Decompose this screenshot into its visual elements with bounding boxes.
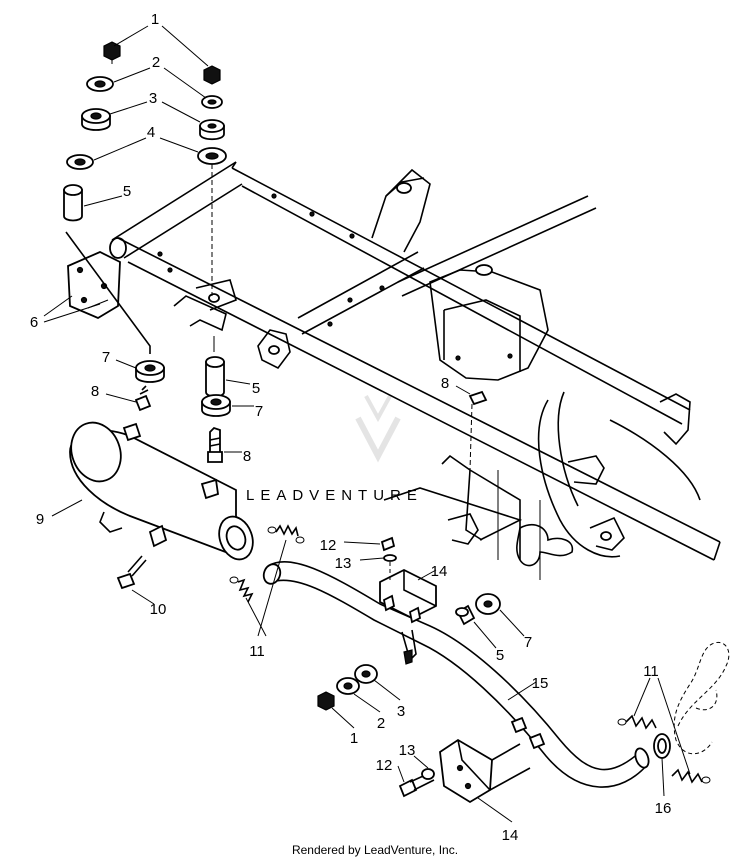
callout-13: 13 <box>399 742 416 759</box>
callout-14: 14 <box>431 563 448 580</box>
upper-bracket <box>379 568 437 624</box>
muffler-bolt <box>116 555 147 590</box>
callout-2: 2 <box>377 715 385 732</box>
callout-5: 5 <box>496 647 504 664</box>
callout-7: 7 <box>255 403 263 420</box>
callout-3: 3 <box>149 90 157 107</box>
callout-3: 3 <box>397 703 405 720</box>
callout-5: 5 <box>123 183 131 200</box>
callout-5: 5 <box>252 380 260 397</box>
callout-4: 4 <box>147 124 155 141</box>
lower-bolt-washer <box>398 768 435 798</box>
callout-8: 8 <box>243 448 251 465</box>
lower-nut-washer-stack <box>317 664 378 711</box>
callout-10: 10 <box>150 601 167 618</box>
watermark-text: LEADVENTURE <box>246 487 423 504</box>
callout-16: 16 <box>655 800 672 817</box>
spring-left-upper <box>267 524 305 544</box>
callout-2: 2 <box>152 54 160 71</box>
callout-11: 11 <box>249 643 265 660</box>
exhaust-clamp-ring <box>653 733 671 759</box>
leader-lines <box>43 25 691 823</box>
callout-11: 11 <box>643 663 659 680</box>
render-credit: Rendered by LeadVenture, Inc. <box>291 843 459 857</box>
callout-1: 1 <box>151 11 159 28</box>
callout-13: 13 <box>335 555 352 572</box>
spring-right-lower <box>671 768 711 784</box>
left-isolator <box>65 231 165 412</box>
mount-plate <box>67 251 121 320</box>
spring-left-lower <box>229 576 254 603</box>
callout-8: 8 <box>91 383 99 400</box>
muffler <box>69 421 254 561</box>
callout-7: 7 <box>524 634 532 651</box>
right-bolt <box>468 390 488 471</box>
callout-1: 1 <box>350 730 358 747</box>
callout-15: 15 <box>532 675 549 692</box>
callout-12: 12 <box>376 757 393 774</box>
upper-bolt-washer <box>380 536 397 580</box>
callout-8: 8 <box>441 375 449 392</box>
watermark-logo: LEADVENTURE <box>246 395 423 504</box>
lower-spacer-isolator <box>455 593 501 626</box>
frame-assembly <box>109 161 721 580</box>
callout-14: 14 <box>502 827 519 844</box>
engine-exhaust-port <box>673 642 730 755</box>
lower-bracket <box>439 738 531 804</box>
exhaust-pipe <box>262 561 650 788</box>
callout-7: 7 <box>102 349 110 366</box>
callout-12: 12 <box>320 537 337 554</box>
center-mount <box>201 336 231 463</box>
right-mount-stack <box>197 65 227 296</box>
callout-6: 6 <box>30 314 38 331</box>
callout-9: 9 <box>36 511 44 528</box>
spring-right-upper <box>617 714 657 730</box>
left-mount-stack <box>63 41 121 222</box>
